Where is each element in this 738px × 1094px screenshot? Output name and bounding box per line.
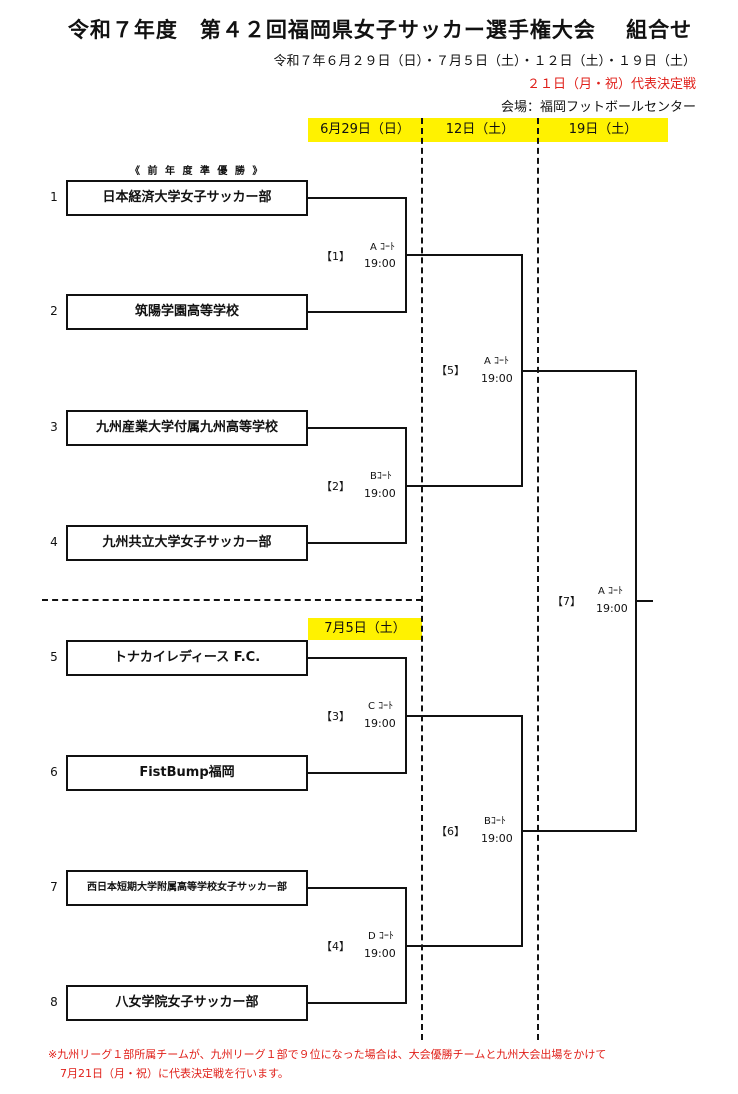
match-time: 19:00 — [364, 487, 396, 500]
seed-number: 6 — [50, 765, 58, 779]
match-time: 19:00 — [364, 257, 396, 270]
footnote-line-2: 7月21日（月・祝）に代表決定戦を行います。 — [60, 1067, 289, 1080]
seed-number: 1 — [50, 190, 58, 204]
tournament-dates: 令和７年６月２９日（日）・７月５日（土）・１２日（土）・１９日（土） — [273, 54, 696, 69]
team-box: 九州共立大学女子サッカー部 — [66, 525, 308, 561]
dashed-divider-round2 — [537, 118, 539, 1040]
team-box: 日本経済大学女子サッカー部 — [66, 180, 308, 216]
match-time: 19:00 — [481, 832, 513, 845]
match-number: 【1】 — [321, 250, 350, 263]
day-header-final: 19日（土） — [538, 118, 668, 142]
bracket-line — [521, 370, 636, 372]
match-court: Bｺｰﾄ — [370, 471, 392, 482]
match-court: C ｺｰﾄ — [368, 701, 394, 712]
match-time: 19:00 — [596, 602, 628, 615]
footnote-line-1: ※九州リーグ１部所属チームが、九州リーグ１部で９位になった場合は、大会優勝チーム… — [48, 1048, 607, 1061]
team-box: 八女学院女子サッカー部 — [66, 985, 308, 1021]
bracket-line — [308, 657, 406, 659]
team-box: 九州産業大学付属九州高等学校 — [66, 410, 308, 446]
venue: 会場：福岡フットボールセンター — [500, 100, 696, 115]
seed-number: 4 — [50, 535, 58, 549]
dashed-divider-round1 — [421, 118, 423, 1040]
seed-number: 5 — [50, 650, 58, 664]
seed-number: 8 — [50, 995, 58, 1009]
team-box: FistBump福岡 — [66, 755, 308, 791]
match-number: 【2】 — [321, 480, 350, 493]
bracket-line — [405, 485, 522, 487]
bracket-line — [405, 254, 522, 256]
match-court: D ｺｰﾄ — [368, 931, 394, 942]
team-box: 西日本短期大学附属高等学校女子サッカー部 — [66, 870, 308, 906]
bracket-line — [521, 830, 636, 832]
bracket-line — [405, 945, 522, 947]
team-box: トナカイレディース F.C. — [66, 640, 308, 676]
match-number: 【3】 — [321, 710, 350, 723]
match-number: 【6】 — [436, 825, 465, 838]
match-time: 19:00 — [364, 717, 396, 730]
match-court: A ｺｰﾄ — [370, 242, 396, 253]
bracket-line — [308, 887, 406, 889]
match-number: 【5】 — [436, 364, 465, 377]
bracket-line — [405, 715, 522, 717]
match-court: A ｺｰﾄ — [484, 356, 510, 367]
dashed-divider-half — [42, 599, 422, 601]
bracket-line — [635, 600, 653, 602]
match-time: 19:00 — [481, 372, 513, 385]
previous-runner-up-label: 《 前 年 度 準 優 勝 》 — [130, 166, 265, 177]
match-court: A ｺｰﾄ — [598, 586, 624, 597]
match-court: Bｺｰﾄ — [484, 816, 506, 827]
bracket-line — [308, 772, 406, 774]
bracket-line — [308, 542, 406, 544]
match-number: 【4】 — [321, 940, 350, 953]
team-box: 筑陽学園高等学校 — [66, 294, 308, 330]
seed-number: 3 — [50, 420, 58, 434]
seed-number: 7 — [50, 880, 58, 894]
match-number: 【7】 — [552, 595, 581, 608]
seed-number: 2 — [50, 304, 58, 318]
day-header-round1: 6月29日（日） — [308, 118, 422, 142]
day-header-round1-b: 7月5日（土） — [308, 618, 422, 640]
bracket-line — [308, 1002, 406, 1004]
day-header-round2: 12日（土） — [422, 118, 538, 142]
representative-day: ２１日（月・祝）代表決定戦 — [526, 77, 696, 92]
bracket-line — [308, 427, 406, 429]
match-time: 19:00 — [364, 947, 396, 960]
page-title: 令和７年度 第４２回福岡県女子サッカー選手権大会 組合せ — [67, 18, 693, 42]
bracket-line — [308, 197, 406, 199]
bracket-line — [308, 311, 406, 313]
